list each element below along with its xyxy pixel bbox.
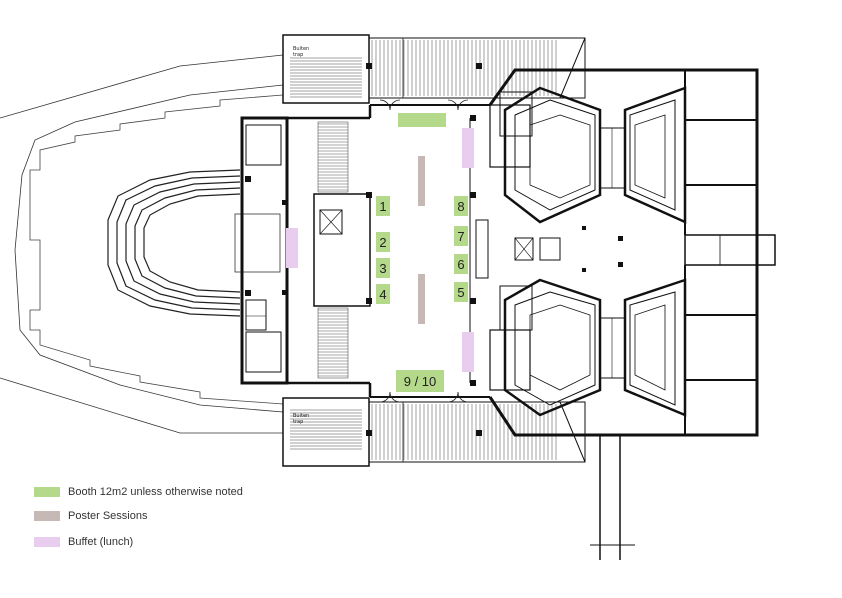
legend-poster: Poster Sessions <box>34 510 147 522</box>
booth-7[interactable]: 7 <box>454 226 468 246</box>
booth-3[interactable]: 3 <box>376 258 390 278</box>
legend-booth: Booth 12m2 unless otherwise noted <box>34 486 243 498</box>
legend-poster-swatch <box>34 511 60 521</box>
legend-buffet-label: Buffet (lunch) <box>68 536 134 548</box>
stairs-label-bottom: Buiten trap <box>293 413 310 425</box>
stairs-label-top: Buiten trap <box>293 46 310 58</box>
buffet-upper <box>462 128 474 168</box>
poster-session-upper <box>418 156 425 206</box>
legend-buffet: Buffet (lunch) <box>34 536 133 548</box>
horseshoe-seating <box>107 169 241 317</box>
poster-session-lower <box>418 274 425 324</box>
booth-2[interactable]: 2 <box>376 232 390 252</box>
legend-booth-label: Booth 12m2 unless otherwise noted <box>68 486 243 498</box>
booth-8[interactable]: 8 <box>454 196 468 216</box>
booth-1[interactable]: 1 <box>376 196 390 216</box>
outer-envelope <box>0 54 284 434</box>
booth-4[interactable]: 4 <box>376 284 390 304</box>
amphitheatre-steps <box>29 94 284 405</box>
theatre-complex <box>469 68 776 560</box>
booth-9-10[interactable]: 9 / 10 <box>396 370 444 392</box>
buffet-left <box>286 228 298 268</box>
columns <box>245 63 623 436</box>
booth-5[interactable]: 5 <box>454 282 468 302</box>
doors <box>379 99 469 403</box>
legend-buffet-swatch <box>34 537 60 547</box>
booth-6[interactable]: 6 <box>454 254 468 274</box>
foyer-stairs <box>317 121 349 379</box>
foyer-walls <box>287 104 490 398</box>
booth-top[interactable] <box>398 113 446 127</box>
legend-poster-label: Poster Sessions <box>68 510 148 522</box>
legend-booth-swatch <box>34 487 60 497</box>
buffet-lower <box>462 332 474 372</box>
